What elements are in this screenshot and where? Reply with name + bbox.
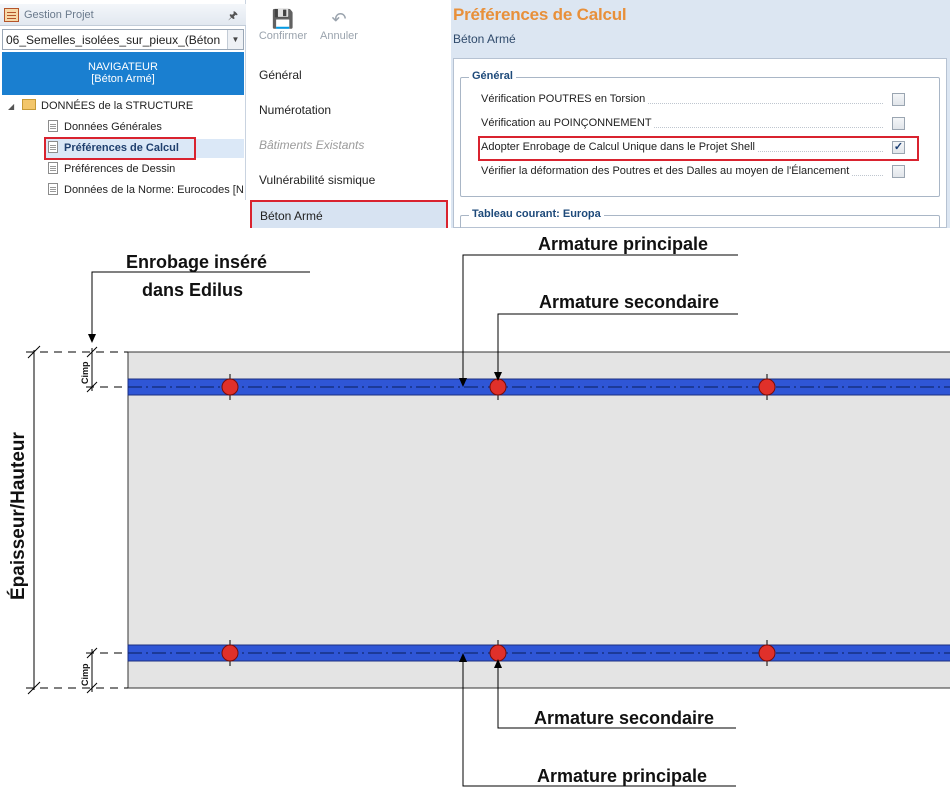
category-numerotation[interactable]: Numérotation [259,103,332,117]
project-name: 06_Semelles_isolées_sur_pieux_(Béton [6,33,221,47]
bottom-secondary-leader [494,659,736,729]
document-icon [48,162,58,174]
option-row-torsion[interactable]: Vérification POUTRES en Torsion [471,90,911,110]
bottom-secondary-bar-1 [221,640,239,666]
category-beton-arme[interactable]: Béton Armé [250,200,448,228]
category-vulnerabilite-sismique[interactable]: Vulnérabilité sismique [259,173,376,187]
option-row-elancement[interactable]: Vérifier la déformation des Poutres et d… [471,162,911,182]
top-main-label: Armature principale [538,234,708,254]
save-icon: 💾 [271,9,295,29]
bottom-cover-dimension [86,647,128,694]
option-row-poinconnement[interactable]: Vérification au POINÇONNEMENT [471,114,911,134]
chevron-down-icon[interactable]: ▼ [227,30,243,49]
table-group-legend: Tableau courant: Europa [469,208,604,220]
tree-root-label: DONNÉES de la STRUCTURE [41,100,194,112]
document-icon [48,141,58,153]
navigator-context: [Béton Armé] [91,73,155,85]
cancel-button[interactable]: ↶ Annuler [313,8,365,42]
navigator-title: NAVIGATEUR [88,61,158,73]
tree-item-label: Données de la Norme: Eurocodes [NA [64,184,244,196]
top-secondary-bar-1 [221,374,239,400]
dotted-leader [481,103,883,104]
confirm-label: Confirmer [258,30,308,42]
option-label: Adopter Enrobage de Calcul Unique dans l… [481,141,757,153]
tree-item-label: Préférences de Calcul [64,142,179,154]
page-subtitle: Béton Armé [453,32,516,46]
cancel-label: Annuler [320,30,358,42]
folder-icon [22,99,36,110]
cover-label-line2: dans Edilus [142,280,243,300]
option-label: Vérification au POINÇONNEMENT [481,117,654,129]
collapse-icon[interactable]: ◢ [8,102,15,111]
option-checkbox-checked[interactable]: ✓ [892,141,905,154]
option-checkbox[interactable] [892,93,905,106]
tree-item-preferences-dessin[interactable]: Préférences de Dessin [48,160,175,179]
concrete-slab [127,351,950,689]
toolbar: 💾 Confirmer ↶ Annuler [247,0,447,56]
top-main-leader [459,254,738,387]
general-group-legend: Général [469,70,516,82]
thickness-label: Épaisseur/Hauteur [7,432,29,600]
category-list: Général Numérotation Bâtiments Existants… [247,56,451,228]
project-selector[interactable]: 06_Semelles_isolées_sur_pieux_(Béton ▼ [2,29,244,50]
tree-item-norme[interactable]: Données de la Norme: Eurocodes [NA [48,181,244,200]
project-manager-icon [4,8,19,22]
tree-item-label: Préférences de Dessin [64,163,176,175]
option-label: Vérifier la déformation des Poutres et d… [481,165,852,177]
top-cover-label: Cimp [80,361,90,384]
option-label: Vérification POUTRES en Torsion [481,93,648,105]
cover-label-line1: Enrobage inséré [126,252,267,272]
highlight-box-option [478,136,919,161]
document-icon [48,120,58,132]
category-batiments-existants: Bâtiments Existants [259,138,365,152]
general-group: Général [460,70,940,197]
thickness-dimension [26,345,128,695]
slab-section-diagram: Enrobage inséré dans Edilus Armature pri… [7,234,950,787]
project-panel: Gestion Projet 🖈 06_Semelles_isolées_sur… [0,0,246,200]
bottom-main-leader [459,653,736,787]
document-icon [48,183,58,195]
pin-icon[interactable]: 🖈 [227,10,238,22]
tree-root[interactable]: ◢ DONNÉES de la STRUCTURE [8,97,193,116]
navigator-header: NAVIGATEUR [Béton Armé] [2,52,244,95]
bottom-secondary-label: Armature secondaire [534,708,714,728]
cover-leader [88,271,310,343]
top-secondary-label: Armature secondaire [539,292,719,312]
bottom-main-label: Armature principale [537,766,707,786]
top-cover-dimension [86,346,128,393]
project-panel-header: Gestion Projet 🖈 [0,4,246,26]
undo-icon: ↶ [331,9,347,29]
dotted-leader [481,127,883,128]
highlight-box-tree [44,137,196,160]
option-checkbox[interactable] [892,165,905,178]
software-screenshot: Gestion Projet 🖈 06_Semelles_isolées_sur… [0,0,950,228]
page-title: Préférences de Calcul [453,5,627,24]
category-beton-arme-label: Béton Armé [260,209,323,223]
confirm-button[interactable]: 💾 Confirmer [255,8,311,42]
bottom-secondary-bar-3 [758,640,776,666]
option-row-enrobage-unique[interactable]: Adopter Enrobage de Calcul Unique dans l… [471,138,911,158]
top-secondary-leader [494,313,738,381]
top-secondary-bar-3 [758,374,776,400]
project-panel-title: Gestion Projet [24,9,94,21]
tree-item-donnees-generales[interactable]: Données Générales [48,118,162,137]
preferences-pane: Préférences de Calcul Béton Armé Général… [451,0,950,228]
option-checkbox[interactable] [892,117,905,130]
category-general[interactable]: Général [259,68,302,82]
bottom-cover-label: Cimp [80,663,90,686]
tree-item-label: Données Générales [64,121,162,133]
table-group: Tableau courant: Europa [460,208,940,228]
